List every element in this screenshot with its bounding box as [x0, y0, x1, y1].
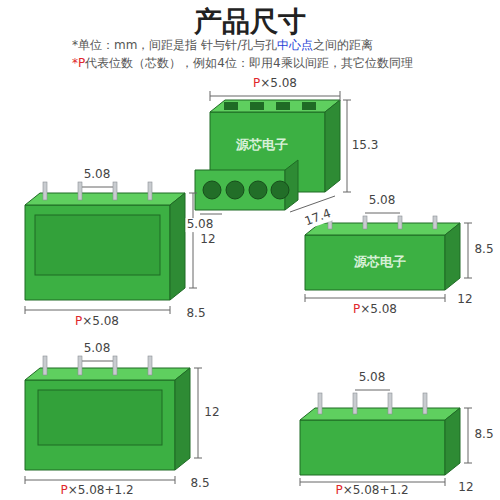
pin — [388, 393, 392, 414]
dimension: 12 — [203, 406, 220, 420]
pin — [148, 356, 152, 375]
dimension-lines — [25, 91, 472, 486]
dimension: 12 — [457, 481, 474, 495]
pin — [423, 393, 427, 414]
dimension: 5.08 — [186, 218, 215, 232]
dimension: 8.5 — [473, 243, 494, 257]
dimension: 15.3 — [351, 139, 380, 153]
pin — [353, 393, 357, 414]
pins-and-holes — [43, 102, 437, 414]
watermark: 源芯电子 — [354, 255, 406, 270]
screw-hole — [276, 102, 290, 110]
pin — [78, 356, 82, 375]
dimension: 5.08 — [358, 371, 387, 385]
pin — [363, 216, 367, 229]
pin — [43, 182, 47, 200]
watermark: 源芯电子 — [236, 138, 288, 153]
wire-hole — [271, 181, 289, 199]
wire-hole — [203, 181, 221, 199]
pin — [433, 216, 437, 229]
dimension: 5.08 — [83, 168, 112, 182]
dimension: P×5.08+1.2 — [334, 484, 409, 498]
note-text: 之间的距离 — [313, 39, 373, 53]
dimension: 5.08 — [83, 342, 112, 356]
screw-hole — [250, 102, 264, 110]
plug-terminal — [195, 100, 340, 210]
flanged-straight-header — [300, 408, 460, 475]
dimension: 8.5 — [473, 428, 494, 442]
wire-hole — [249, 181, 267, 199]
page-title: 产品尺寸 — [194, 6, 306, 38]
note-highlight: 中心点 — [277, 39, 313, 53]
dimension: 12 — [456, 293, 473, 307]
screw-hole — [224, 102, 238, 110]
right-angle-header — [25, 193, 185, 300]
dimension: 8.5 — [185, 307, 206, 321]
pin — [43, 356, 47, 375]
dimension: P×5.08+1.2 — [59, 484, 134, 498]
dimension: P×5.08 — [352, 303, 398, 317]
pin — [113, 356, 117, 375]
straight-header — [305, 223, 460, 290]
pin — [113, 182, 117, 200]
pin — [398, 216, 402, 229]
wire-hole — [226, 181, 244, 199]
dimension: P×5.08 — [74, 315, 120, 329]
dimension: 17.4 — [302, 207, 334, 230]
dimension: P×5.08 — [252, 77, 298, 91]
dimension: 12 — [199, 233, 216, 247]
note-text: *P代表位数（芯数），例如4位：即用4乘以间距，其它位数同理 — [72, 57, 413, 71]
dimension: 5.08 — [368, 194, 397, 208]
screw-hole — [302, 102, 316, 110]
dimension: 8.5 — [189, 477, 210, 491]
note-text: *单位：mm，间距是指 针与针/孔与孔 — [72, 39, 277, 53]
flanged-right-angle-header — [25, 368, 190, 470]
pin — [148, 182, 152, 200]
pin — [78, 182, 82, 200]
pin — [318, 393, 322, 414]
